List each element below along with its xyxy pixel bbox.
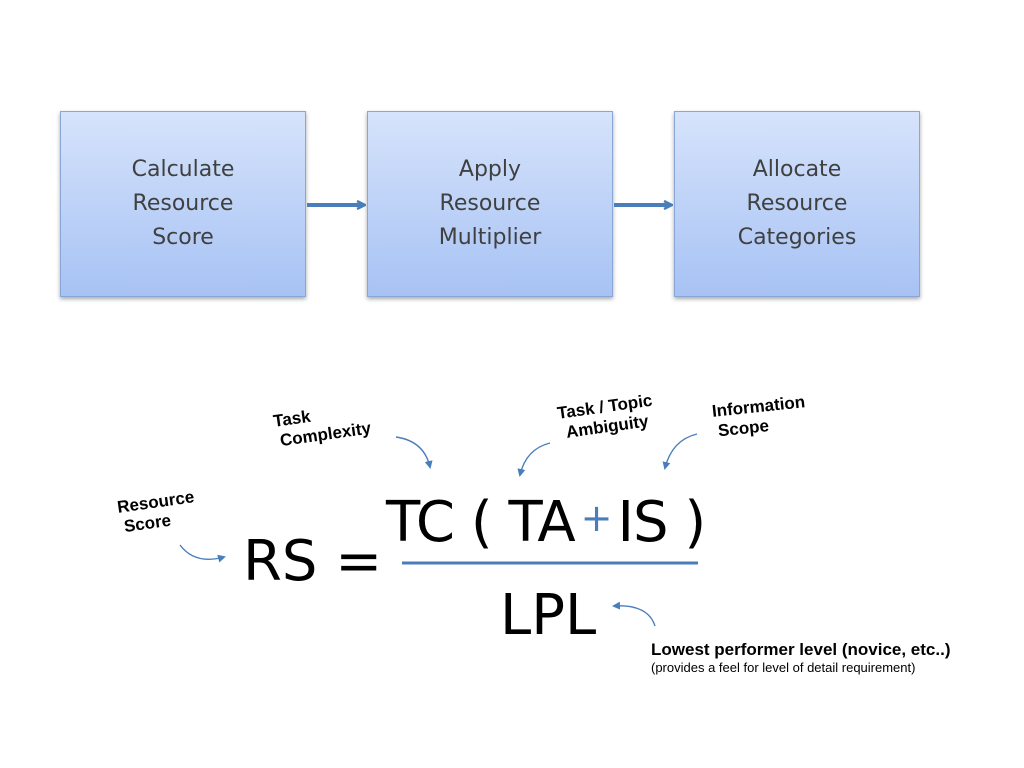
formula-term-ta: TA [508, 490, 576, 555]
annotation-arrow-ambiguity [517, 442, 551, 477]
flow-step-label-line: Apply [458, 157, 522, 182]
formula-lhs: RS = [243, 529, 383, 594]
formula-denominator: LPL [500, 583, 597, 648]
formula-numerator: TC ( TA+IS ) [386, 484, 707, 557]
annotation-arrow-lpl [612, 601, 656, 627]
flow-step-label-line: Score [152, 225, 214, 250]
formula-term-tc: TC ( [386, 490, 493, 555]
annotation-arrow-task-complexity [395, 436, 433, 469]
formula-term-is: IS ) [617, 490, 707, 555]
flow-step-apply-resource-multiplier: Apply Resource Multiplier [367, 111, 613, 297]
flow-step-label-line: Resource [132, 191, 234, 216]
annotation-arrow-information-scope [662, 433, 698, 470]
annotation-lpl-title: Lowest performer level (novice, etc..) [651, 640, 951, 659]
annotation-arrow-resource-score [179, 544, 226, 563]
flow-step-label-line: Calculate [131, 157, 235, 182]
flow-step-label-line: Resource [439, 191, 541, 216]
annotation-lowest-performer-level: Lowest performer level (novice, etc..) (… [651, 640, 950, 676]
flow-step-allocate-resource-categories: Allocate Resource Categories [674, 111, 920, 297]
flow-step-label-line: Categories [737, 225, 857, 250]
flow-step-label-line: Multiplier [438, 225, 542, 250]
flow-step-calculate-resource-score: Calculate Resource Score [60, 111, 306, 297]
flow-step-label-line: Allocate [752, 157, 842, 182]
flow-step-label-line: Resource [746, 191, 848, 216]
annotation-lpl-subtitle: (provides a feel for level of detail req… [651, 660, 916, 675]
formula-plus-sign: + [580, 496, 613, 540]
